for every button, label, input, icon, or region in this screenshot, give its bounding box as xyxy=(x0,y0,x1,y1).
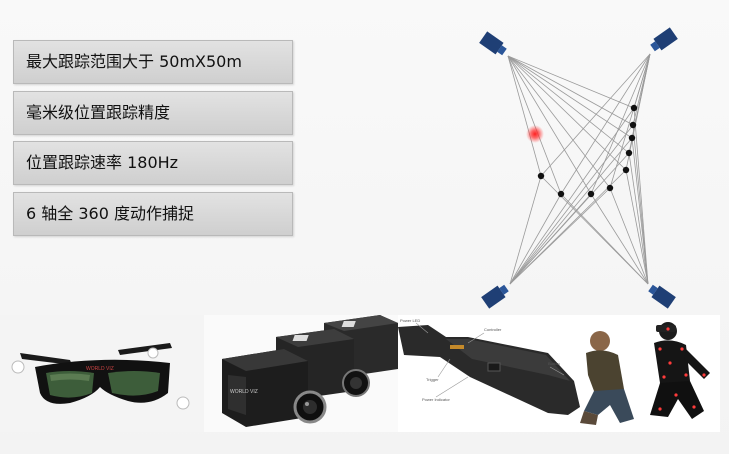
marker-icon xyxy=(622,166,630,174)
tracking-ray xyxy=(633,107,649,285)
camera-icon xyxy=(648,284,676,309)
marker-icon xyxy=(629,121,637,129)
tracking-ray xyxy=(507,55,630,154)
tracking-ray xyxy=(509,107,635,285)
tracking-ray xyxy=(507,55,627,171)
camera-icon xyxy=(481,284,509,309)
feature-rate: 位置跟踪速率 180Hz xyxy=(13,141,293,185)
tracking-ray xyxy=(507,55,562,195)
feature-6dof: 6 轴全 360 度动作捕捉 xyxy=(13,192,293,236)
tracking-ray xyxy=(590,193,649,285)
tracking-ray xyxy=(509,137,633,285)
tracking-ray xyxy=(509,152,630,285)
label-controller: Controller xyxy=(484,327,502,332)
label-button: Button xyxy=(548,361,560,366)
tracking-ray xyxy=(509,175,542,285)
camera-logo-text: WORLD VIZ xyxy=(230,389,258,395)
tracking-diagram xyxy=(466,18,696,310)
marker-icon xyxy=(557,190,565,198)
marker-icon xyxy=(587,190,595,198)
markers xyxy=(537,104,638,198)
label-power-led: Power LED xyxy=(400,318,420,323)
glasses-logo-text: WORLD VIZ xyxy=(86,366,114,372)
stereo-glasses-photo: WORLD VIZ xyxy=(0,315,204,432)
highlighted-marker xyxy=(526,125,544,143)
tracking-ray xyxy=(507,55,611,189)
marker-icon xyxy=(630,104,638,112)
tracking-ray xyxy=(625,169,649,285)
marker-icon xyxy=(606,184,614,192)
tracking-ray xyxy=(560,193,649,285)
tracking-ray xyxy=(509,169,627,285)
tracking-ray xyxy=(560,53,651,195)
tracking-camera-photo: WORLD VIZ xyxy=(204,315,398,432)
tracking-ray xyxy=(628,152,649,285)
tracking-ray xyxy=(507,55,592,195)
label-trigger: Trigger xyxy=(426,377,439,382)
tracking-ray xyxy=(632,53,651,126)
marker-icon xyxy=(537,172,545,180)
marker-icon xyxy=(628,134,636,142)
suit-markers xyxy=(658,327,706,411)
tracking-ray xyxy=(540,53,651,177)
tracking-ray xyxy=(609,187,649,285)
camera-icon xyxy=(650,27,678,52)
marker-icon xyxy=(625,149,633,157)
tracking-diagram-svg xyxy=(479,27,678,309)
wand-controller-photo: Power LED Controller Trigger Power Indic… xyxy=(398,315,720,432)
tracking-ray xyxy=(507,55,633,139)
tracking-ray xyxy=(507,55,634,126)
feature-precision: 毫米级位置跟踪精度 xyxy=(13,91,293,135)
tracking-ray xyxy=(507,55,635,109)
tracking-ray xyxy=(590,53,651,195)
tracking-ray xyxy=(509,193,562,285)
tracking-ray xyxy=(633,53,651,109)
feature-range: 最大跟踪范围大于 50mX50m xyxy=(13,40,293,84)
camera-icon xyxy=(479,31,507,56)
label-power-indicator: Power Indicator xyxy=(422,397,450,402)
tracking-ray xyxy=(507,55,542,177)
